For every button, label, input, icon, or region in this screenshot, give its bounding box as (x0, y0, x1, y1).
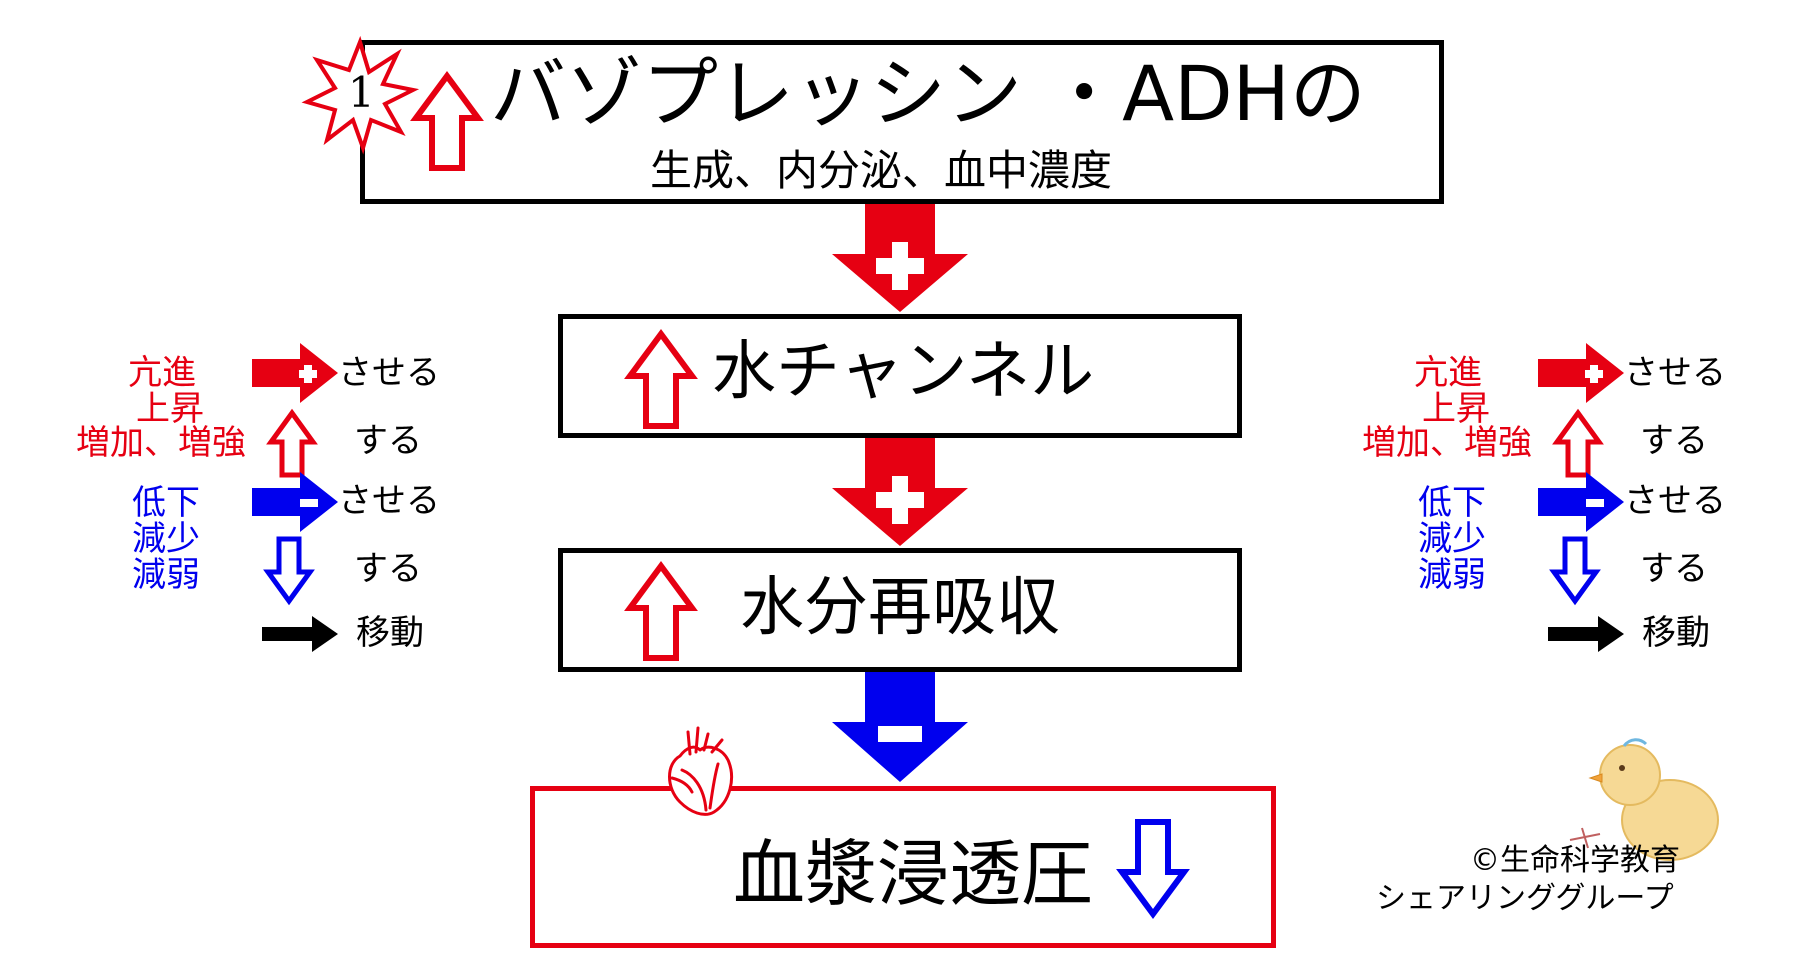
chick-icon (1569, 738, 1719, 861)
suppress-right-arrow-icon (252, 472, 338, 532)
move-arrow-icon (262, 616, 338, 652)
vasopressin-subtitle: 生成、内分泌、血中濃度 (650, 146, 1113, 195)
legend-suru-1: する (354, 421, 422, 461)
legend-decrease-word-2: 減少 (132, 519, 200, 559)
promote-arrow-1 (832, 204, 968, 312)
legend-move: 移動 (1642, 613, 1710, 653)
vasopressin-box (360, 40, 1444, 204)
legend-saseru-1: させる (338, 353, 440, 393)
legend-suru-1: する (1640, 421, 1708, 461)
legend-decrease-word-3: 減弱 (132, 555, 200, 595)
up-arrow-icon (266, 408, 318, 478)
legend-suru-2: する (354, 549, 422, 589)
heart-icon (668, 726, 733, 816)
legend-saseru-2: させる (1624, 481, 1726, 521)
legend-saseru-2: させる (338, 481, 440, 521)
water-channel-label: 水チャンネル (712, 335, 1095, 409)
promote-right-arrow-icon (252, 343, 338, 403)
down-arrow-icon (1116, 819, 1190, 920)
down-arrow-icon (1549, 536, 1601, 606)
up-arrow-icon (624, 560, 698, 661)
legend-decrease-word-3: 減弱 (1418, 555, 1486, 595)
legend-increase-word-2: 上昇 (1422, 389, 1490, 429)
suppress-arrow (832, 672, 968, 782)
down-arrow-icon (263, 536, 315, 606)
legend-increase-word-3: 増加、増強 (76, 423, 246, 463)
promote-right-arrow-icon (1538, 343, 1624, 403)
legend-decrease-word-1: 低下 (1418, 483, 1486, 523)
water-reabsorption-label: 水分再吸収 (740, 571, 1060, 645)
copyright-line-1: ©生命科学教育 (1470, 843, 1680, 878)
plasma-osmolality-label: 血漿浸透圧 (733, 832, 1094, 916)
up-arrow-icon (410, 70, 484, 171)
copyright-line-2: シェアリンググループ (1376, 881, 1674, 916)
promote-arrow-2 (832, 438, 968, 546)
move-arrow-icon (1548, 616, 1624, 652)
badge-number: 1 (348, 68, 375, 117)
legend-increase-word-2: 上昇 (136, 389, 204, 429)
up-arrow-icon (624, 328, 698, 429)
vasopressin-title: バゾプレッシン ・ADHの (490, 49, 1366, 138)
legend-increase-word-1: 亢進 (1414, 353, 1482, 393)
legend-increase-word-3: 増加、増強 (1362, 423, 1532, 463)
legend-decrease-word-1: 低下 (132, 483, 200, 523)
legend-decrease-word-2: 減少 (1418, 519, 1486, 559)
starburst-badge-icon (301, 35, 420, 155)
legend-move: 移動 (356, 613, 424, 653)
suppress-right-arrow-icon (1538, 472, 1624, 532)
legend-saseru-1: させる (1624, 353, 1726, 393)
up-arrow-icon (1552, 408, 1604, 478)
legend-suru-2: する (1640, 549, 1708, 589)
legend-increase-word-1: 亢進 (128, 353, 196, 393)
